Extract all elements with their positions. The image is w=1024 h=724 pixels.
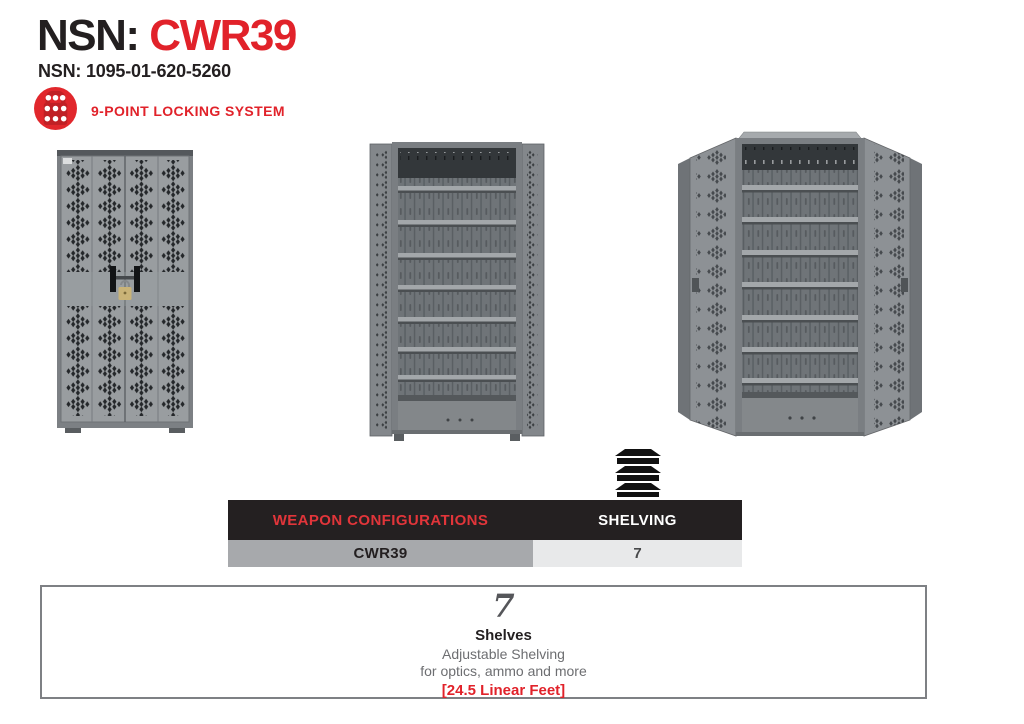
shelves-info-box: 7 Shelves Adjustable Shelving for optics… bbox=[40, 585, 927, 699]
shelves-title: Shelves bbox=[475, 627, 532, 644]
shelving-icon bbox=[615, 449, 661, 502]
shelves-desc-line1: Adjustable Shelving bbox=[442, 646, 565, 662]
cabinet-open-image bbox=[368, 140, 546, 442]
page-title: NSN: CWR39 bbox=[37, 11, 297, 60]
cabinet-open-angled-image bbox=[678, 130, 922, 440]
page-title-model: CWR39 bbox=[138, 11, 297, 60]
page-title-prefix: NSN: bbox=[37, 11, 140, 60]
shelves-desc-line2: for optics, ammo and more bbox=[420, 663, 587, 679]
locking-feature-row: 9-POINT LOCKING SYSTEM bbox=[33, 86, 285, 136]
nine-point-lock-icon bbox=[33, 86, 78, 136]
linear-feet-value: [24.5 Linear Feet] bbox=[441, 682, 566, 699]
shelving-count-cell: 7 bbox=[533, 540, 742, 567]
nsn-number: NSN: 1095-01-620-5260 bbox=[38, 61, 231, 81]
shelves-info-content: 7 Shelves Adjustable Shelving for optics… bbox=[62, 587, 945, 699]
table-row: CWR39 7 bbox=[228, 540, 742, 567]
shelf-count: 7 bbox=[492, 587, 515, 625]
locking-feature-label: 9-POINT LOCKING SYSTEM bbox=[91, 103, 285, 119]
spec-table-header: WEAPON CONFIGURATIONS SHELVING bbox=[228, 500, 742, 540]
cabinet-closed-image bbox=[55, 148, 195, 435]
column-header-weapon-configurations: WEAPON CONFIGURATIONS bbox=[272, 511, 489, 529]
column-header-shelving: SHELVING bbox=[598, 511, 677, 529]
model-cell: CWR39 bbox=[228, 540, 533, 567]
spec-table: WEAPON CONFIGURATIONS SHELVING CWR39 7 bbox=[228, 500, 742, 567]
